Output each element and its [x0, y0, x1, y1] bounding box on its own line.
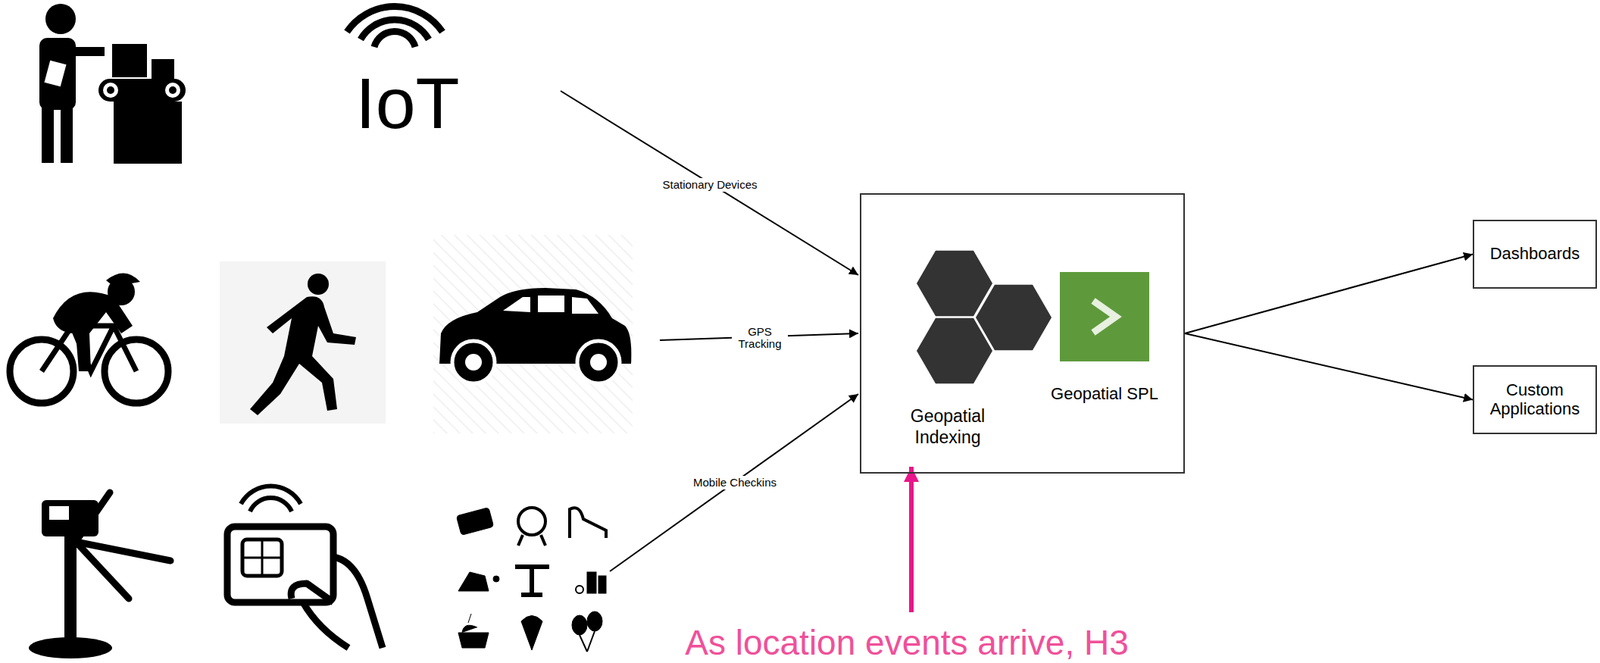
turnstile-icon	[28, 492, 171, 659]
line-label: Stationary Devices	[660, 178, 759, 192]
cyclist-icon	[9, 272, 169, 404]
output-box: Custom Applications	[1472, 365, 1597, 435]
car-icon	[439, 287, 632, 384]
iot-text: IoT	[353, 66, 461, 141]
container-box: Geopatial Indexing Geopatial SPL	[859, 193, 1185, 474]
incoming-arrows	[560, 90, 859, 572]
amusement-icons	[456, 507, 607, 652]
output-box: Dashboards	[1472, 219, 1597, 289]
worker-icon	[39, 3, 186, 164]
note-text: As location events arrive, H3	[683, 624, 1131, 661]
line-label: Mobile Checkins	[691, 475, 779, 490]
line-label: GPS Tracking	[731, 325, 788, 351]
iot-icon	[346, 6, 443, 47]
connector	[1184, 333, 1473, 400]
runner-icon	[250, 273, 357, 416]
connector	[1184, 254, 1473, 335]
box-label: Custom Applications	[1478, 381, 1591, 418]
index-icons	[861, 194, 1187, 475]
runner-bg	[219, 261, 386, 424]
pink-arrow	[909, 466, 914, 613]
car-bg	[433, 234, 633, 434]
card-icon	[227, 486, 383, 648]
box-label: Dashboards	[1490, 244, 1581, 263]
box-label: Geopatial SPL	[1039, 384, 1170, 404]
box-label: Geopatial Indexing	[902, 406, 994, 448]
